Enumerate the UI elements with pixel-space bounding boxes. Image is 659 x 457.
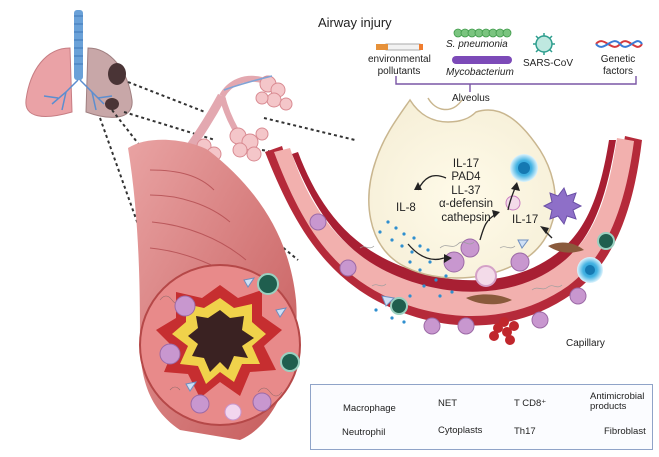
capillary-vessel [265,136,642,326]
neutrophil-cell [159,343,181,365]
macrophage-cell [542,186,583,226]
cytoplast-cell [224,403,242,421]
neutrophil-cell [510,252,530,272]
fibroblast-cell [466,294,512,305]
alveolus-label: Alveolus [452,93,490,104]
neutrophil-cell [423,317,441,335]
streptococcus-chain-icon [453,28,512,38]
mediator-cathepsin: cathepsin [441,211,491,224]
bronchiole-illustration [178,75,293,165]
legend-neutrophil-label: Neutrophil [342,427,386,438]
net-fibres [359,241,563,291]
neutrophil-cell [443,251,465,273]
left-lung [25,47,73,117]
neutrophil-cell [339,259,357,277]
cigarette-icon [376,43,423,51]
th17-nucleus [518,162,530,174]
antimicrobial-product [381,295,396,307]
lesion [105,98,119,110]
neutrophil-cell [531,311,549,329]
causes-bracket [395,76,637,92]
alveolus [368,97,557,279]
legend-antimicrobial-label: Antimicrobial products [590,391,645,413]
lesion [108,63,126,85]
antimicrobial-product [185,381,198,392]
antimicrobial-product [243,277,256,288]
legend-tcd8-label: T CD8⁺ [514,398,547,409]
t-cd8-cell [280,352,300,372]
airway-cells [159,273,300,421]
legend-th17-label: Th17 [514,426,536,437]
neutrophil-cell [460,238,480,258]
antimicrobial-product [517,239,529,249]
fibroblast-cell [548,242,584,253]
trachea [74,10,83,80]
cause-label-pollutants: environmental pollutants [368,54,431,77]
right-lung-diseased [85,47,133,118]
th17-nucleus [585,265,595,275]
neutrophil-cell [190,394,210,414]
il8-label: IL-8 [396,202,416,214]
mediator-il17: IL-17 [452,158,480,170]
legend-cytoplasts-label: Cytoplasts [438,425,483,436]
coronavirus-icon [533,33,555,55]
il17-label: IL-17 [512,214,539,226]
mediator-list: IL-17 PAD4 LL-37 α-defensin cathepsin [432,158,500,225]
airway-lumen [188,310,254,372]
cause-label-s-pneumonia: S. pneumonia [446,39,508,50]
t-cd8-cell [257,273,279,295]
capillary-label: Capillary [566,338,605,349]
lungs-illustration [25,10,133,118]
t-cd8-cell [597,232,615,250]
legend-fibroblast-label: Fibroblast [604,426,646,437]
bronchial-tree [43,79,113,111]
neutrophil-cell [309,213,327,231]
airway-injury-title: Airway injury [318,15,392,30]
cytoplast-cell [475,265,497,287]
dna-helix-icon [595,40,643,48]
neutrophil-cell [174,295,196,317]
cause-label-mycobacterium: Mycobacterium [446,67,514,78]
legend-net-label: NET [438,398,457,409]
legend: Macrophage NET T CD8⁺ Antimicrobial prod… [310,384,653,450]
il8-dots [374,220,454,324]
neutrophil-cell [457,317,475,335]
neutrophil-cell [252,392,272,412]
neutrophil-cell [569,287,587,305]
cause-label-genetic: Genetic factors [600,54,636,77]
flow-arrows [407,175,553,263]
antimicrobial-product [275,307,288,318]
t-cd8-cell [390,297,408,315]
mediator-pad4: PAD4 [451,171,481,184]
cause-label-sars-cov: SARS-CoV [523,58,574,69]
red-blood-cell-cluster [489,317,519,345]
rod-bacterium-icon [452,56,512,64]
mediator-alpha-defensin: α-defensin [439,198,493,211]
mediator-ll37: LL-37 [451,184,481,197]
legend-macrophage-label: Macrophage [343,403,396,414]
alveolus-cells [309,154,615,345]
cytoplast-cell [505,195,521,211]
